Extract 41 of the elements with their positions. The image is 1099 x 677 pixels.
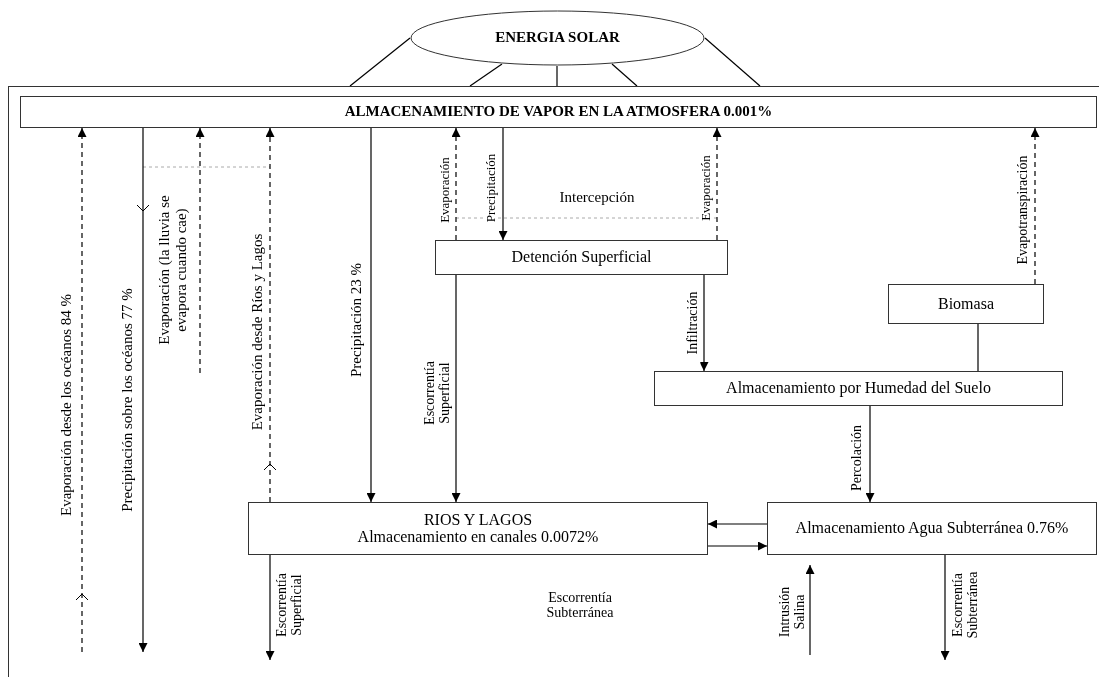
arrow xyxy=(865,405,875,503)
process-box xyxy=(248,502,708,555)
arrow xyxy=(707,541,768,551)
arrow xyxy=(712,127,722,241)
arrow xyxy=(195,127,205,374)
heading: ENERGIA SOLAR xyxy=(495,30,620,46)
connector-line xyxy=(611,63,638,87)
flow-label: Escorrentía Subterránea xyxy=(545,589,615,621)
arrow xyxy=(805,564,815,656)
heading: ALMACENAMIENTO DE VAPOR EN LA ATMOSFERA 0.001% xyxy=(344,104,773,120)
box-label: Almacenamiento en canales 0.0072% xyxy=(357,528,599,546)
process-box xyxy=(888,284,1044,324)
box-label: Detención Superficial xyxy=(511,249,652,266)
arrow xyxy=(366,127,376,503)
flow-label: Intercepción xyxy=(558,188,636,206)
arrow xyxy=(498,127,508,241)
connector-line xyxy=(977,323,979,372)
arrow xyxy=(137,127,149,653)
frame-border xyxy=(8,86,1099,677)
arrow xyxy=(940,554,950,661)
ellipse-node xyxy=(410,10,705,66)
arrow xyxy=(1030,127,1040,285)
arrow xyxy=(451,274,461,503)
connector-line xyxy=(469,63,503,87)
process-box xyxy=(20,96,1097,128)
box-label: Almacenamiento por Humedad del Suelo xyxy=(726,380,991,397)
box-label: RIOS Y LAGOS xyxy=(423,511,533,529)
connector-line xyxy=(704,37,761,87)
process-box xyxy=(767,502,1097,555)
arrow xyxy=(264,127,276,503)
process-box xyxy=(654,371,1063,406)
arrow xyxy=(451,127,461,241)
box-label: Biomasa xyxy=(938,295,994,313)
arrow xyxy=(699,274,709,372)
arrow xyxy=(76,127,88,653)
connector-line xyxy=(556,65,558,87)
process-box xyxy=(435,240,728,275)
arrow xyxy=(707,519,768,529)
box-label: Almacenamiento Agua Subterránea 0.76% xyxy=(795,520,1069,537)
arrow xyxy=(265,554,275,661)
connector-line xyxy=(349,37,411,87)
